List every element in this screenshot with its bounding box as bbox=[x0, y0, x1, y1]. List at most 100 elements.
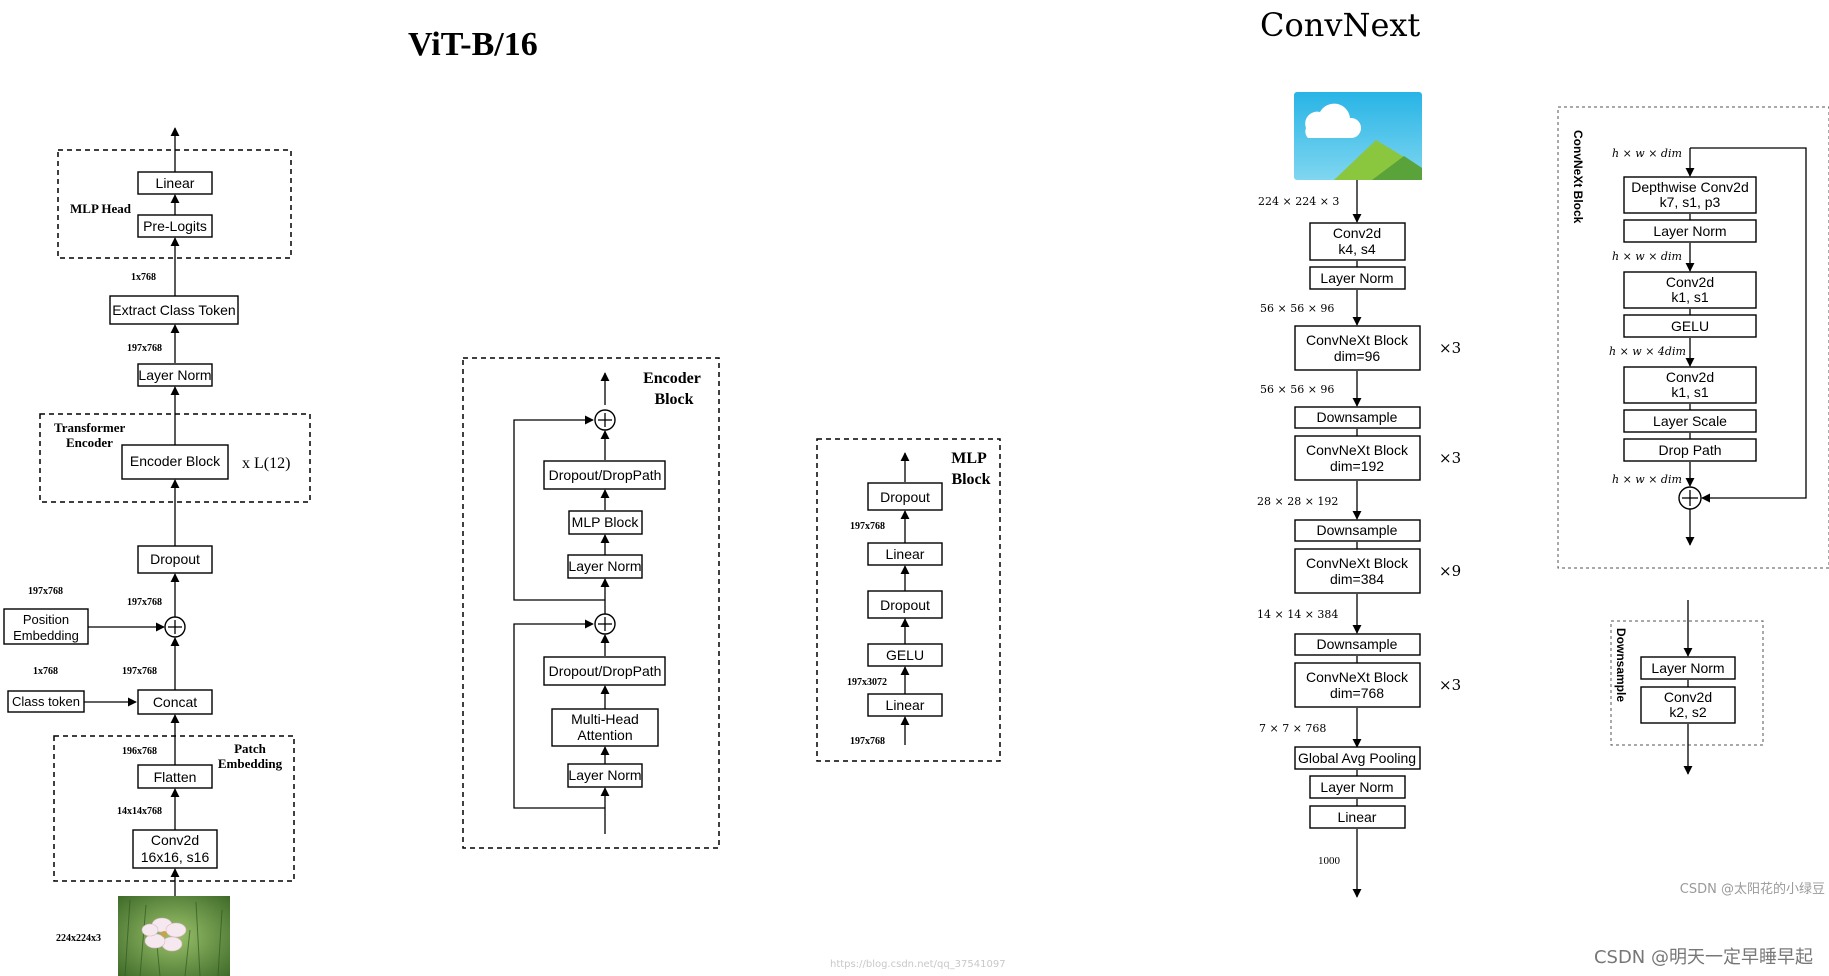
mlp-gelu-box bbox=[867, 643, 943, 667]
stage-1-label-1: ConvNeXt Block bbox=[1306, 332, 1409, 348]
dim-197x768-pos: 197x768 bbox=[28, 586, 63, 597]
block-dim-a: h × w × dim bbox=[1612, 250, 1682, 263]
layer-scale-box bbox=[1623, 409, 1757, 433]
encoder-block-title-2: Block bbox=[654, 391, 693, 408]
dropout-droppath-bottom-box bbox=[543, 656, 666, 686]
convnext-block-section: ConvNeXt Block h × w × dim Depthwise Con… bbox=[1557, 106, 1829, 569]
input-flower-image bbox=[118, 896, 230, 976]
stage-4-multiplier: ×3 bbox=[1439, 676, 1461, 694]
extract-class-token-box bbox=[109, 295, 239, 325]
depthwise-conv-label-2: k7, s1, p3 bbox=[1660, 194, 1721, 210]
dropout-droppath-top-box bbox=[543, 460, 666, 490]
block-layer-norm-label: Layer Norm bbox=[1653, 223, 1726, 239]
encoder-block-group bbox=[462, 357, 720, 849]
mlp-dropout-mid-box bbox=[867, 590, 943, 619]
convnext-dim-1: 56 × 56 × 96 bbox=[1260, 302, 1334, 315]
mlp-block-label: MLP Block bbox=[572, 514, 640, 530]
convnext-section: ConvNext 224 × 224 × 3 Conv2d k4, s4 Lay… bbox=[1257, 6, 1461, 898]
patch-embedding-label-2: Embedding bbox=[218, 756, 283, 771]
flatten-box bbox=[137, 764, 213, 789]
downsample-3-box bbox=[1294, 633, 1421, 656]
pointwise-conv-1-box bbox=[1623, 271, 1757, 309]
downsample-conv-label-2: k2, s2 bbox=[1669, 704, 1707, 720]
stage-3-label-1: ConvNeXt Block bbox=[1306, 555, 1409, 571]
dim-197x768-a: 197x768 bbox=[127, 343, 162, 354]
pre-logits-box bbox=[137, 214, 213, 238]
transformer-encoder-label-2: Encoder bbox=[66, 435, 113, 450]
block-gelu-box bbox=[1623, 314, 1757, 338]
head-linear-box bbox=[1309, 805, 1406, 829]
head-layer-norm-box bbox=[1309, 775, 1406, 799]
stage-4-box bbox=[1294, 662, 1421, 708]
multi-head-attention-box bbox=[551, 708, 659, 747]
downsample-conv-box bbox=[1640, 686, 1736, 724]
encoder-block-section: Encoder Block Dropout/DropPath MLP Block… bbox=[462, 357, 720, 849]
encoder-layer-norm-bottom-label: Layer Norm bbox=[568, 767, 641, 783]
linear-box bbox=[137, 171, 213, 195]
csdn-large-watermark: CSDN @明天一定早睡早起 bbox=[1594, 947, 1813, 968]
encoder-block-title-1: Encoder bbox=[643, 370, 701, 387]
transformer-encoder-label-1: Transformer bbox=[54, 420, 125, 435]
dim-14x14x768: 14x14x768 bbox=[117, 806, 162, 817]
stem-conv-label-2: k4, s4 bbox=[1338, 241, 1376, 257]
stage-2-multiplier: ×3 bbox=[1439, 449, 1461, 467]
patch-embedding-group bbox=[53, 735, 295, 882]
pre-logits-label: Pre-Logits bbox=[143, 218, 207, 234]
mlp-linear-bottom-box bbox=[867, 693, 943, 717]
stage-2-label-2: dim=192 bbox=[1330, 458, 1384, 474]
stem-layer-norm-label: Layer Norm bbox=[1320, 270, 1393, 286]
dim-224x224x3: 224x224x3 bbox=[56, 933, 101, 944]
dim-1x768-top: 1x768 bbox=[131, 272, 156, 283]
downsample-2-box bbox=[1294, 519, 1421, 542]
block-layer-norm-box bbox=[1623, 219, 1757, 243]
stage-4-label-2: dim=768 bbox=[1330, 685, 1384, 701]
pointwise-conv-2-label-2: k1, s1 bbox=[1671, 384, 1709, 400]
stage-2-box bbox=[1294, 435, 1421, 481]
flatten-label: Flatten bbox=[154, 769, 197, 785]
stage-4-label-1: ConvNeXt Block bbox=[1306, 669, 1409, 685]
encoder-repeat-label: x L(12) bbox=[242, 455, 290, 472]
global-avg-pooling-label: Global Avg Pooling bbox=[1298, 750, 1416, 766]
block-dim-b: h × w × 4dim bbox=[1609, 345, 1686, 358]
encoder-block-label: Encoder Block bbox=[130, 453, 221, 469]
linear-label: Linear bbox=[156, 175, 195, 191]
mlp-dropout-top-label: Dropout bbox=[880, 489, 930, 505]
mlp-dropout-mid-label: Dropout bbox=[880, 597, 930, 613]
stage-1-multiplier: ×3 bbox=[1439, 339, 1461, 357]
stage-2-label-1: ConvNeXt Block bbox=[1306, 442, 1409, 458]
mlp-block-title-1: MLP bbox=[951, 450, 987, 467]
layer-scale-label: Layer Scale bbox=[1653, 413, 1727, 429]
conv2d-label-2: 16x16, s16 bbox=[141, 849, 210, 865]
dim-1x768-cls: 1x768 bbox=[33, 666, 58, 677]
pointwise-conv-2-label-1: Conv2d bbox=[1666, 369, 1714, 385]
encoder-layer-norm-top-label: Layer Norm bbox=[568, 558, 641, 574]
stage-3-multiplier: ×9 bbox=[1439, 562, 1461, 580]
layer-norm-label: Layer Norm bbox=[138, 367, 211, 383]
downsample-1-box bbox=[1294, 406, 1421, 429]
mlp-gelu-label: GELU bbox=[886, 647, 924, 663]
mlp-dim-197x3072: 197x3072 bbox=[847, 677, 887, 688]
mlp-block-section: MLP Block Dropout 197x768 Linear Dropout… bbox=[816, 438, 1001, 762]
mlp-block-group bbox=[816, 438, 1001, 762]
url-watermark: https://blog.csdn.net/qq_37541097 bbox=[830, 959, 1006, 970]
mlp-block-box bbox=[568, 510, 643, 535]
vit-title: ViT-B/16 bbox=[408, 26, 538, 63]
dropout-droppath-bottom-label: Dropout/DropPath bbox=[549, 663, 662, 679]
pointwise-conv-1-label-2: k1, s1 bbox=[1671, 289, 1709, 305]
stem-conv-box bbox=[1309, 222, 1406, 261]
stem-conv-label-1: Conv2d bbox=[1333, 225, 1381, 241]
conv2d-label-1: Conv2d bbox=[151, 832, 199, 848]
dropout-box bbox=[137, 545, 213, 574]
vit-section: ViT-B/16 MLP Head Linear Pre-Logits 1x76… bbox=[3, 26, 538, 976]
dim-197x768-c: 197x768 bbox=[122, 666, 157, 677]
stage-3-label-2: dim=384 bbox=[1330, 571, 1384, 587]
mlp-block-title-2: Block bbox=[951, 471, 990, 488]
block-gelu-label: GELU bbox=[1671, 318, 1709, 334]
stage-1-label-2: dim=96 bbox=[1334, 348, 1381, 364]
stage-1-box bbox=[1294, 325, 1421, 371]
dropout-label: Dropout bbox=[150, 551, 200, 567]
downsample-vertical-label: Downsample bbox=[1614, 628, 1628, 702]
downsample-layer-norm-label: Layer Norm bbox=[1651, 660, 1724, 676]
downsample-2-label: Downsample bbox=[1317, 522, 1398, 538]
